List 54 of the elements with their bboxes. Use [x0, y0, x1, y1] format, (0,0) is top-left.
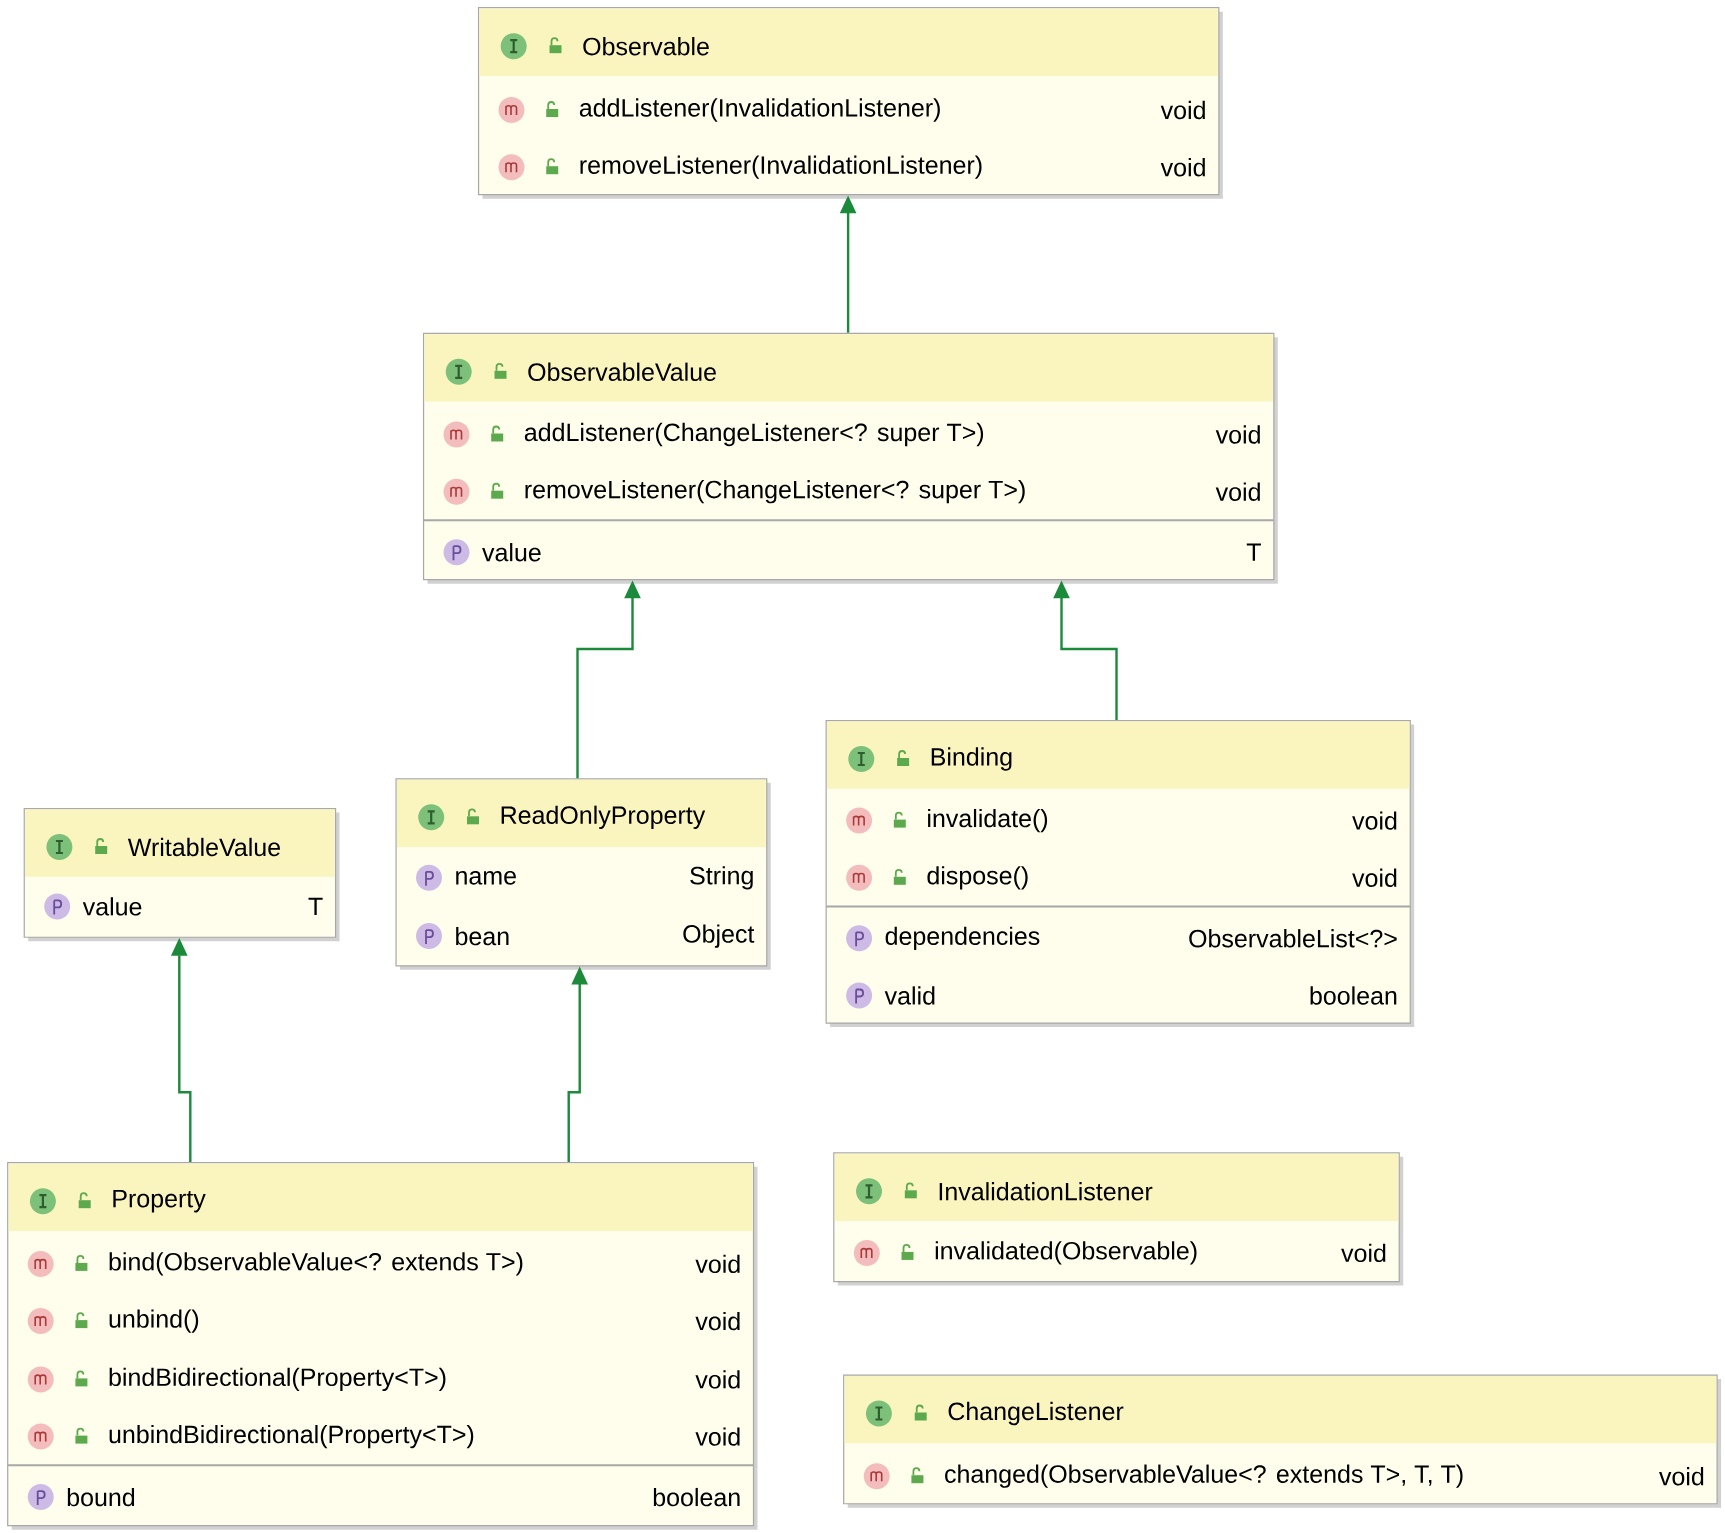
class-name: ReadOnlyProperty — [501, 805, 706, 829]
member-type: void — [1341, 1243, 1386, 1263]
member-name: bind(ObservableValue<? extends T>) — [109, 1252, 523, 1276]
member-type: Object — [683, 924, 755, 948]
member-name: bound — [67, 1487, 135, 1507]
class-box — [843, 1374, 1722, 1508]
member-name: valid — [884, 986, 935, 1005]
member-name: removeListener(ChangeListener<? super T>) — [525, 480, 1025, 504]
member-name: bindBidirectional(Property<T>) — [109, 1367, 446, 1392]
class-name: InvalidationListener — [939, 1182, 1153, 1201]
class-box — [23, 807, 340, 942]
member-type: void — [1659, 1467, 1704, 1486]
member-name: unbind() — [109, 1309, 199, 1333]
class-name: WritableValue — [127, 837, 280, 857]
class-box — [833, 1152, 1404, 1286]
member-name: unbindBidirectional(Property<T>) — [109, 1424, 474, 1449]
member-name: name — [456, 870, 516, 885]
member-type: void — [1352, 811, 1397, 830]
member-type: boolean — [1310, 986, 1397, 1005]
member-type: void — [695, 1370, 740, 1389]
member-name: value — [482, 543, 541, 562]
member-name: dependencies — [885, 926, 1040, 950]
class-box — [395, 778, 771, 970]
member-name: invalidate() — [928, 808, 1048, 833]
member-name: changed(ObservableValue<? extends T>, T, T) — [945, 1464, 1463, 1488]
member-type: void — [1160, 100, 1205, 120]
member-type: String — [690, 866, 753, 890]
member-type: void — [1215, 482, 1260, 501]
member-name: addListener(ChangeListener<? super T>) — [524, 422, 984, 447]
class-name: ObservableValue — [528, 362, 716, 381]
member-name: bean — [456, 926, 509, 946]
class-box — [825, 719, 1415, 1027]
member-name: invalidated(Observable) — [935, 1241, 1197, 1265]
class-name: ChangeListener — [948, 1401, 1124, 1426]
class-name: Property — [113, 1190, 206, 1213]
class-name: Observable — [583, 37, 709, 56]
member-type: T — [1246, 543, 1261, 561]
member-name: removeListener(InvalidationListener) — [580, 155, 982, 179]
class-box — [6, 1162, 758, 1530]
member-type: void — [1215, 425, 1260, 444]
member-name: value — [82, 897, 142, 916]
member-type: void — [695, 1427, 740, 1446]
member-type: boolean — [653, 1487, 740, 1507]
member-name: addListener(InvalidationListener) — [579, 98, 940, 122]
member-type: ObservableList<?> — [1189, 929, 1397, 948]
member-type: void — [1352, 868, 1397, 887]
class-box — [477, 7, 1223, 199]
class-box — [422, 332, 1278, 584]
member-type: void — [1160, 158, 1205, 177]
class-name: Binding — [931, 747, 1012, 771]
member-type: void — [695, 1311, 740, 1331]
member-name: dispose() — [927, 866, 1028, 890]
member-type: void — [695, 1254, 740, 1274]
member-type: T — [308, 897, 323, 915]
